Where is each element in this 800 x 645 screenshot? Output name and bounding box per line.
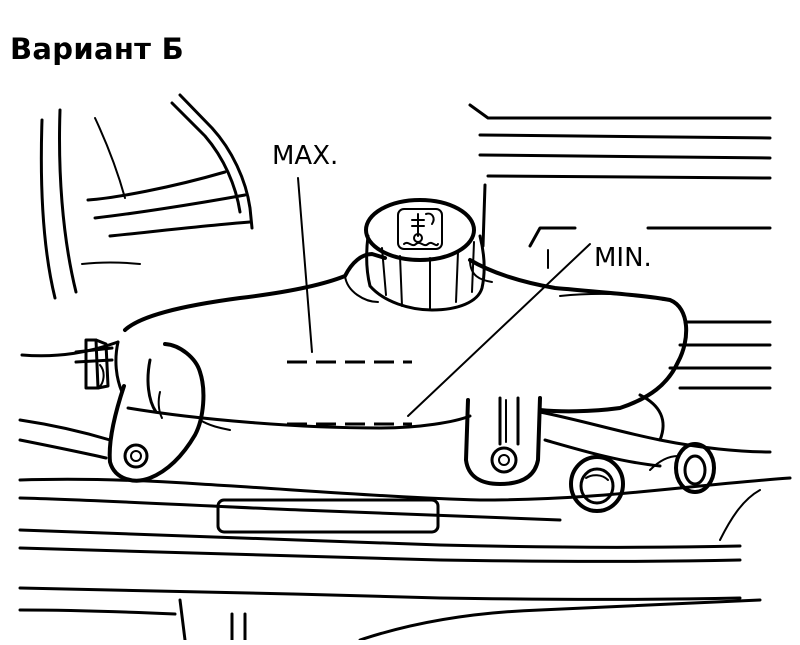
left-mounting-bracket	[107, 342, 206, 483]
diagram-title: Вариант Б	[10, 32, 185, 66]
filler-caps-right	[569, 442, 716, 513]
lower-body-panels	[18, 410, 792, 642]
body-structure-right	[468, 103, 772, 390]
level-marks	[287, 360, 412, 426]
radiator-cap	[364, 198, 486, 312]
min-leader-line	[407, 243, 591, 417]
hose-clamp	[74, 338, 114, 390]
engine-cover-left	[20, 93, 254, 358]
coolant-temperature-warning-icon	[403, 212, 439, 247]
right-mounting-bracket	[464, 396, 542, 486]
expansion-tank	[114, 252, 689, 442]
min-label: MIN.	[594, 243, 652, 273]
max-leader-line	[297, 177, 313, 353]
max-label: MAX.	[272, 141, 338, 171]
